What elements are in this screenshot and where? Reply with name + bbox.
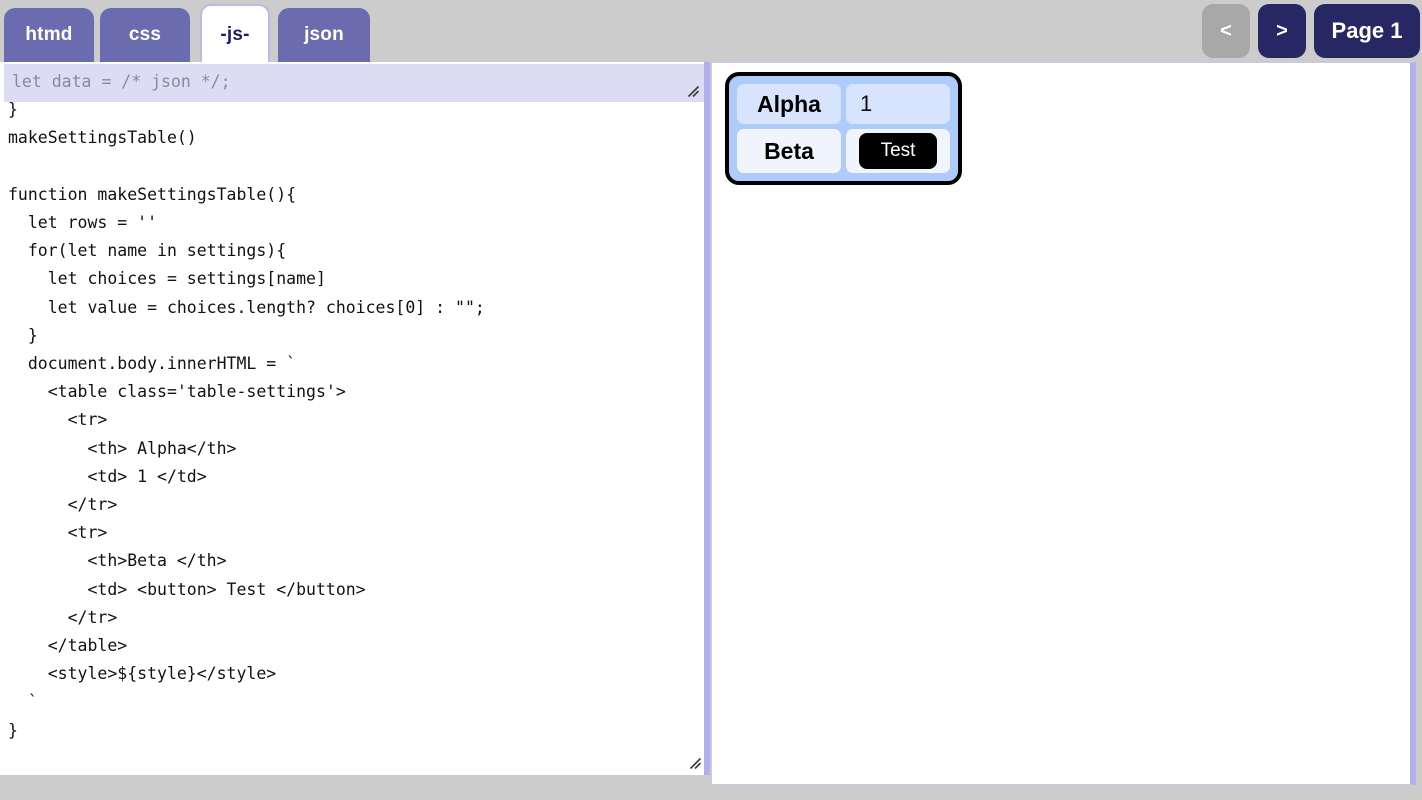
settings-table: Alpha 1 Beta Test [725,72,962,185]
bottom-strip [0,785,1422,800]
tab-js-label: -js- [220,23,250,45]
tab-css-label: css [128,23,162,45]
settings-row-header-alpha: Alpha [737,84,841,124]
pager-controls: < > Page 1 [1202,4,1420,58]
tab-js[interactable]: -js- [200,4,270,66]
settings-row-value-alpha: 1 [846,84,950,124]
tab-bar: htmd css -js- json [0,0,1422,66]
settings-row-value-beta: Test [846,129,950,173]
json-placeholder-overlay [4,64,704,102]
tab-json[interactable]: json [278,8,370,64]
test-button[interactable]: Test [858,133,938,169]
table-row: Alpha 1 [737,84,950,124]
chevron-right-icon: > [1276,19,1288,42]
page-indicator-label: Page 1 [1331,18,1403,43]
overlay-resize-grip-icon[interactable] [684,82,700,98]
previous-page-button[interactable]: < [1202,4,1250,58]
table-row: Beta Test [737,129,950,173]
tab-json-label: json [304,23,344,45]
tab-htmd-label: htmd [25,23,73,45]
next-page-button[interactable]: > [1258,4,1306,58]
page-indicator-button[interactable]: Page 1 [1314,4,1420,58]
settings-row-header-beta: Beta [737,129,841,173]
code-editor-textarea[interactable] [0,62,704,775]
preview-pane: Alpha 1 Beta Test [711,62,1416,785]
code-editor-resize-grip-icon[interactable] [686,754,702,770]
editor-pane [0,62,710,775]
chevron-left-icon: < [1220,19,1232,42]
tab-htmd[interactable]: htmd [4,8,94,64]
tab-css[interactable]: css [100,8,190,64]
json-placeholder-textarea[interactable] [4,64,704,102]
